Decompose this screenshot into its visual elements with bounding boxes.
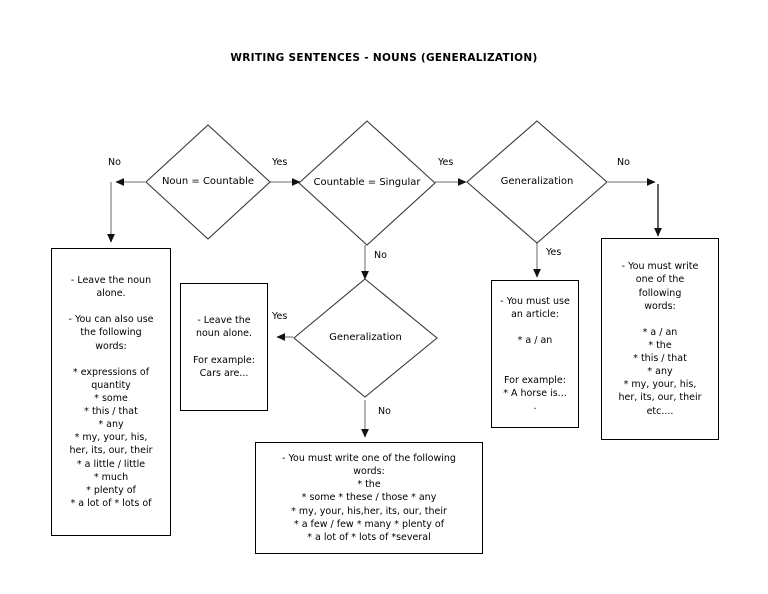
page-title: WRITING SENTENCES - NOUNS (GENERALIZATIO…: [230, 52, 538, 64]
edge-label-countable-singular-no: No: [374, 250, 387, 261]
edge-label-noun-countable-yes: Yes: [272, 157, 288, 168]
edge-label-generalization-top-yes: Yes: [546, 247, 562, 258]
box-plural-general: - Leave the noun alone. For example: Car…: [180, 283, 268, 411]
box-article: - You must use an article: * a / an For …: [491, 280, 579, 428]
decision-noun-countable[interactable]: Noun = Countable: [145, 124, 271, 240]
edge-label-generalization-top-no: No: [617, 157, 630, 168]
diamond-shape: [298, 120, 436, 246]
box-uncountable: - Leave the noun alone. - You can also u…: [51, 248, 171, 536]
box-singular-specific: - You must write one of the following wo…: [601, 238, 719, 440]
edge-label-countable-singular-yes: Yes: [438, 157, 454, 168]
edge-label-generalization-bottom-no: No: [378, 406, 391, 417]
decision-generalization-top[interactable]: Generalization: [466, 120, 608, 244]
box-plural-specific: - You must write one of the following wo…: [255, 442, 483, 554]
edge-label-noun-countable-no: No: [108, 157, 121, 168]
decision-generalization-bottom[interactable]: Generalization: [293, 278, 438, 398]
edge-label-generalization-bottom-yes: Yes: [272, 311, 288, 322]
decision-countable-singular[interactable]: Countable = Singular: [298, 120, 436, 246]
diamond-shape: [293, 278, 438, 398]
diamond-shape: [145, 124, 271, 240]
diamond-shape: [466, 120, 608, 244]
